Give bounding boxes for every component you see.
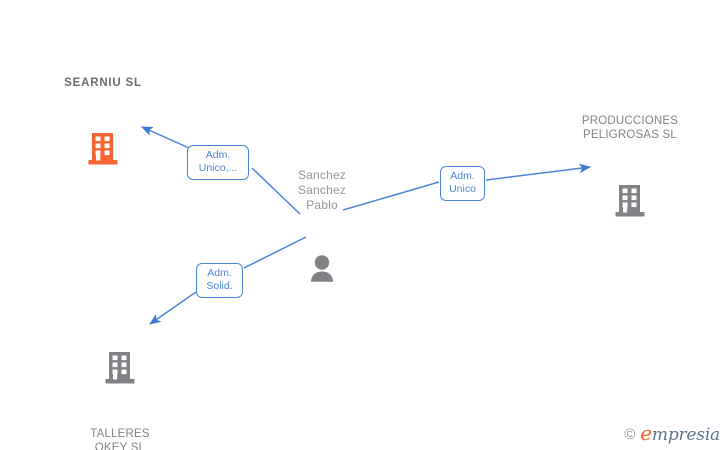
watermark: © empresia xyxy=(624,423,720,445)
node-talleres-label: TALLERES OKEY SL xyxy=(90,428,150,450)
edge-arrow-talleres xyxy=(149,291,197,325)
node-talleres[interactable]: TALLERES OKEY SL xyxy=(56,332,184,450)
node-searniu-label: SEARNIU SL xyxy=(64,77,142,89)
person-icon xyxy=(268,254,376,284)
spacer xyxy=(268,231,376,236)
empresia-logo-initial: e xyxy=(640,421,652,445)
node-person-label: Sanchez Sanchez Pablo xyxy=(297,168,347,212)
spacer xyxy=(552,160,708,165)
empresia-logo-rest: mpresia xyxy=(651,425,720,445)
node-searniu[interactable]: SEARNIU SL xyxy=(28,58,178,185)
node-producciones[interactable]: PRODUCCIONES PELIGROSAS SL xyxy=(552,96,708,237)
spacer xyxy=(28,108,178,113)
building-icon xyxy=(552,183,708,219)
node-producciones-label: PRODUCCIONES PELIGROSAS SL xyxy=(581,115,679,141)
node-person[interactable]: Sanchez Sanchez Pablo xyxy=(268,150,376,302)
edge-label-searniu[interactable]: Adm. Unico,... xyxy=(187,145,249,180)
edge-label-talleres[interactable]: Adm. Solid. xyxy=(196,263,243,298)
spacer xyxy=(56,404,184,409)
building-icon xyxy=(28,131,178,167)
empresia-logo: empresia xyxy=(640,423,720,445)
building-icon xyxy=(56,350,184,386)
copyright-icon: © xyxy=(624,426,636,443)
edge-label-producciones[interactable]: Adm. Unico xyxy=(440,166,485,201)
